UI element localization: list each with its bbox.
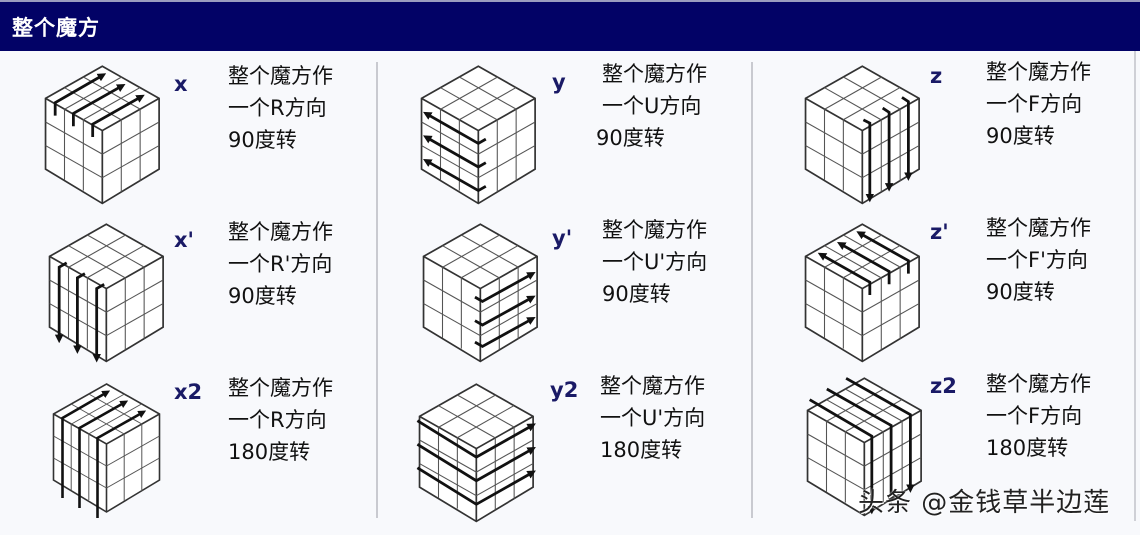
cube-rotate-z2-icon bbox=[806, 377, 922, 517]
move-description: 整个魔方作 一个U方向 90度转 bbox=[596, 62, 707, 150]
move-description: 整个魔方作 一个R方向 180度转 bbox=[228, 376, 333, 464]
move-cell-z: z 整个魔方作 一个F方向 90度转 bbox=[790, 60, 1140, 217]
cube-rotate-y-icon bbox=[420, 65, 536, 205]
move-label: z' bbox=[930, 220, 949, 244]
cube-rotate-y-prime-icon bbox=[422, 223, 538, 363]
column-divider-2 bbox=[751, 62, 753, 518]
move-description: 整个魔方作 一个R方向 90度转 bbox=[228, 64, 333, 152]
top-border bbox=[0, 0, 1140, 2]
move-label: x2 bbox=[174, 380, 203, 404]
move-description: 整个魔方作 一个F方向 90度转 bbox=[986, 60, 1091, 148]
cube-rotate-x2-icon bbox=[52, 383, 161, 518]
column-divider-1 bbox=[376, 62, 378, 518]
move-label: z bbox=[930, 64, 943, 88]
cube-rotate-z-icon bbox=[804, 65, 920, 205]
move-cell-y: y 整个魔方作 一个U方向 90度转 bbox=[406, 62, 776, 217]
watermark: 头条 @金钱草半边莲 bbox=[858, 488, 1111, 518]
right-border bbox=[1134, 51, 1136, 521]
move-description: 整个魔方作 一个F'方向 90度转 bbox=[986, 216, 1091, 304]
move-cell-x: x 整个魔方作 一个R方向 90度转 bbox=[30, 62, 400, 217]
move-cell-z2: z2 整个魔方作 一个F方向 180度转 bbox=[792, 372, 1140, 529]
page-title: 整个魔方 bbox=[12, 16, 100, 40]
move-label: y bbox=[552, 70, 566, 94]
move-description: 整个魔方作 一个F方向 180度转 bbox=[986, 372, 1091, 460]
move-label: x' bbox=[174, 228, 194, 252]
move-cell-x-prime: x' 整个魔方作 一个R'方向 90度转 bbox=[34, 220, 404, 375]
move-description: 整个魔方作 一个R'方向 90度转 bbox=[228, 220, 333, 308]
move-description: 整个魔方作 一个U'方向 90度转 bbox=[602, 218, 708, 306]
move-cell-z-prime: z' 整个魔方作 一个F'方向 90度转 bbox=[790, 216, 1140, 375]
cube-rotate-x-icon bbox=[44, 65, 160, 205]
move-label: y' bbox=[552, 226, 573, 250]
move-cell-x2: x2 整个魔方作 一个R方向 180度转 bbox=[34, 376, 404, 535]
move-cell-y2: y2 整个魔方作 一个U'方向 180度转 bbox=[404, 374, 774, 535]
move-label: z2 bbox=[930, 374, 957, 398]
cube-rotate-y2-icon bbox=[416, 383, 536, 523]
move-description: 整个魔方作 一个U'方向 180度转 bbox=[600, 374, 706, 462]
move-label: y2 bbox=[550, 378, 579, 402]
move-cell-y-prime: y' 整个魔方作 一个U'方向 90度转 bbox=[408, 218, 778, 375]
move-label: x bbox=[174, 72, 188, 96]
cube-rotate-x-prime-icon bbox=[48, 223, 164, 363]
header-bar: 整个魔方 bbox=[0, 2, 1140, 51]
cube-rotate-z-prime-icon bbox=[804, 223, 920, 363]
